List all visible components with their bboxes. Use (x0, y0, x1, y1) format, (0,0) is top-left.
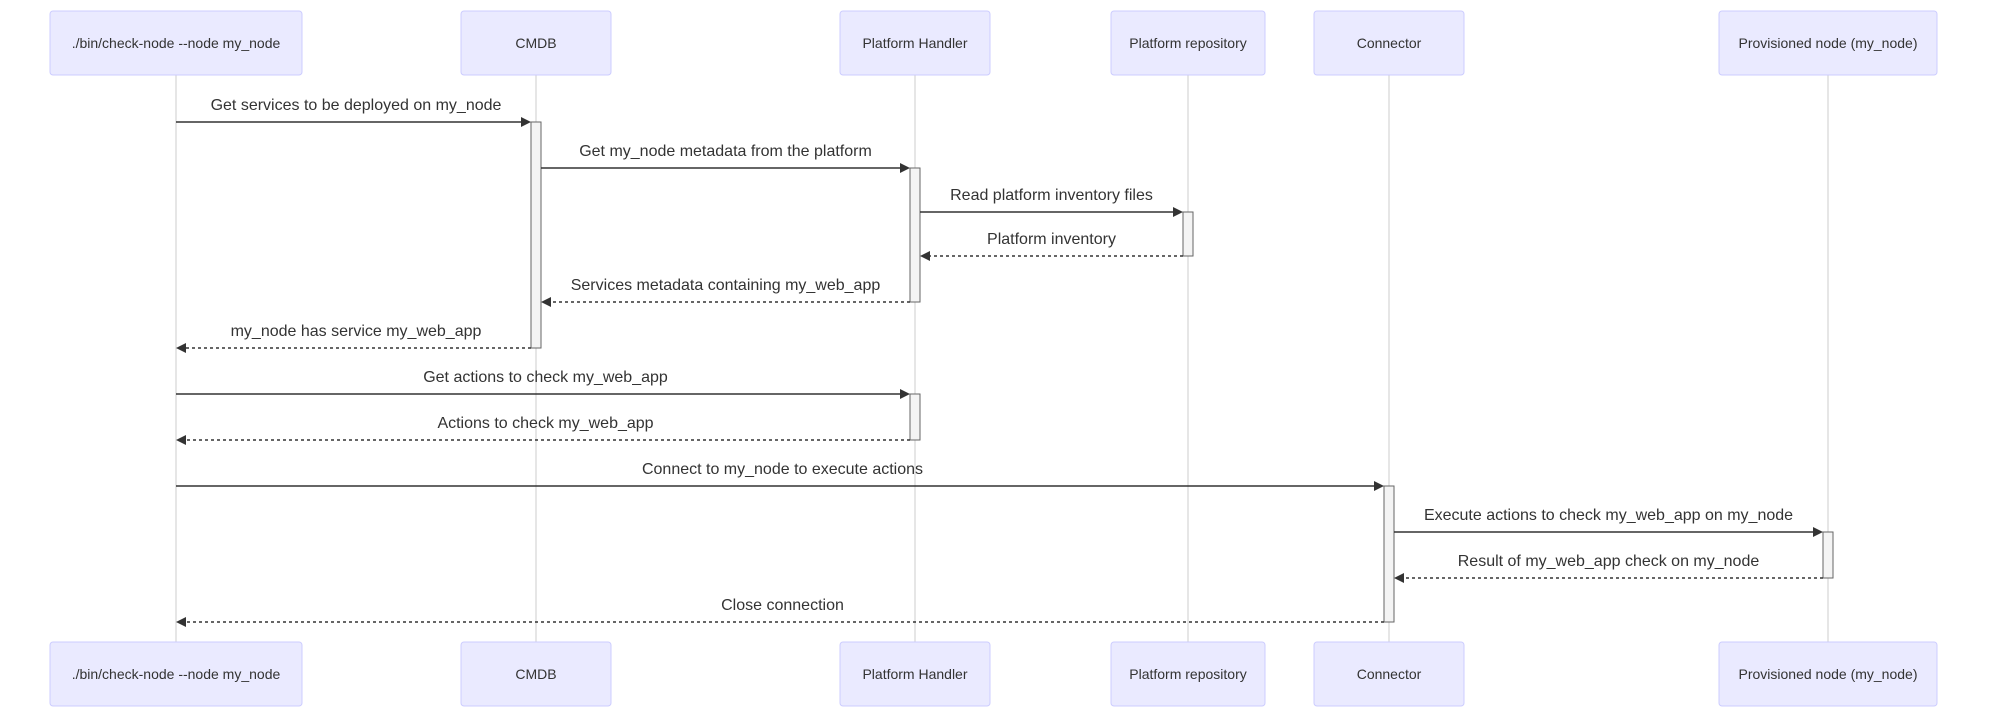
actor-box (49, 641, 303, 707)
arrow-head (900, 163, 910, 173)
arrow-head (900, 389, 910, 399)
actor-check-top: ./bin/check-node --node my_node (49, 10, 303, 76)
actor-connector-top: Connector (1313, 10, 1465, 76)
actor-box (1313, 641, 1465, 707)
message-label: Close connection (721, 597, 844, 614)
actor-label: ./bin/check-node --node my_node (72, 666, 281, 682)
arrow-head (176, 617, 186, 627)
actor-box (839, 641, 991, 707)
actor-box (460, 10, 612, 76)
actor-box (839, 10, 991, 76)
message-label: Platform inventory (987, 231, 1116, 248)
actor-label: ./bin/check-node --node my_node (72, 35, 281, 51)
arrow-head (1173, 207, 1183, 217)
message-label: Read platform inventory files (950, 187, 1153, 204)
actor-label: CMDB (515, 35, 556, 51)
actor-label: Platform Handler (862, 666, 967, 682)
actor-check-bottom: ./bin/check-node --node my_node (49, 641, 303, 707)
message-1: Get my_node metadata from the platform (541, 143, 910, 173)
activation-repo (1182, 211, 1194, 257)
message-0: Get services to be deployed on my_node (176, 97, 531, 127)
actor-label: Connector (1357, 35, 1422, 51)
message-label: Services metadata containing my_web_app (571, 277, 881, 294)
actor-cmdb-bottom: CMDB (460, 641, 612, 707)
actor-label: Provisioned node (my_node) (1739, 666, 1918, 682)
actor-cmdb-top: CMDB (460, 10, 612, 76)
arrow-head (176, 435, 186, 445)
message-8: Connect to my_node to execute actions (176, 461, 1384, 491)
actor-node-top: Provisioned node (my_node) (1718, 10, 1938, 76)
message-10: Result of my_web_app check on my_node (1394, 553, 1823, 583)
message-label: Connect to my_node to execute actions (642, 461, 923, 478)
activation-node (1822, 531, 1834, 579)
message-7: Actions to check my_web_app (176, 415, 910, 445)
arrow-head (1374, 481, 1384, 491)
arrow-head (541, 297, 551, 307)
actor-label: Platform repository (1129, 666, 1246, 682)
actor-label: CMDB (515, 666, 556, 682)
actor-node-bottom: Provisioned node (my_node) (1718, 641, 1938, 707)
message-11: Close connection (176, 597, 1384, 627)
message-2: Read platform inventory files (920, 187, 1183, 217)
actor-label: Provisioned node (my_node) (1739, 35, 1918, 51)
arrow-head (1813, 527, 1823, 537)
actor-box (49, 10, 303, 76)
activations (530, 121, 1834, 623)
actor-label: Connector (1357, 666, 1422, 682)
actor-label: Platform Handler (862, 35, 967, 51)
actor-box (1313, 10, 1465, 76)
actor-repo-bottom: Platform repository (1110, 641, 1266, 707)
message-label: Get my_node metadata from the platform (579, 143, 872, 160)
arrow-head (920, 251, 930, 261)
actor-box (1110, 10, 1266, 76)
actor-connector-bottom: Connector (1313, 641, 1465, 707)
actor-repo-top: Platform repository (1110, 10, 1266, 76)
message-3: Platform inventory (920, 231, 1183, 261)
message-9: Execute actions to check my_web_app on m… (1394, 507, 1823, 537)
actor-label: Platform repository (1129, 35, 1246, 51)
message-4: Services metadata containing my_web_app (541, 277, 910, 307)
actor-box (1718, 641, 1938, 707)
activation-handler (909, 393, 921, 441)
arrow-head (1394, 573, 1404, 583)
message-label: Actions to check my_web_app (437, 415, 653, 432)
message-label: Result of my_web_app check on my_node (1458, 553, 1760, 570)
message-6: Get actions to check my_web_app (176, 369, 910, 399)
actors: ./bin/check-node --node my_node ./bin/che… (49, 10, 1938, 707)
arrow-head (176, 343, 186, 353)
messages: Get services to be deployed on my_nodeGe… (176, 97, 1823, 627)
arrow-head (521, 117, 531, 127)
activation-connector (1383, 485, 1395, 623)
actor-handler-top: Platform Handler (839, 10, 991, 76)
message-label: Execute actions to check my_web_app on m… (1424, 507, 1793, 524)
actor-handler-bottom: Platform Handler (839, 641, 991, 707)
actor-box (460, 641, 612, 707)
activation-handler (909, 167, 921, 303)
message-label: my_node has service my_web_app (231, 323, 482, 340)
message-label: Get actions to check my_web_app (423, 369, 668, 386)
message-label: Get services to be deployed on my_node (211, 97, 502, 114)
message-5: my_node has service my_web_app (176, 323, 531, 353)
activation-cmdb (530, 121, 542, 349)
actor-box (1718, 10, 1938, 76)
actor-box (1110, 641, 1266, 707)
